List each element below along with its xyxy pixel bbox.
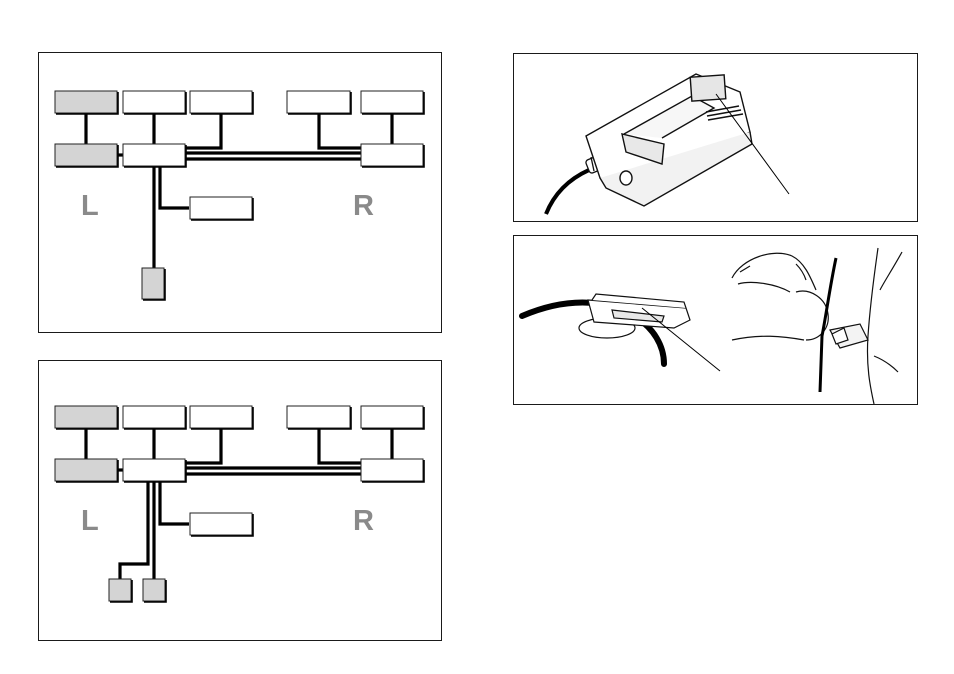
- box-bottom: [142, 268, 164, 299]
- clip-body: [588, 294, 690, 328]
- box-left-mid: [55, 144, 117, 166]
- wiring-diagram-dual: L R: [38, 360, 442, 641]
- wiring-diagram-single-svg: L R: [39, 53, 443, 334]
- box-bottom-right: [143, 579, 165, 601]
- box-center-hub: [123, 144, 185, 166]
- pager-unit-illustration: [513, 53, 918, 222]
- wiring-diagram-single: L R: [38, 52, 442, 333]
- pager-unit-svg: [514, 54, 919, 223]
- box-top-4: [287, 91, 350, 113]
- button: [620, 171, 632, 185]
- wire-right-a: [319, 428, 361, 463]
- box-right-hub: [361, 459, 423, 481]
- boxes: [55, 406, 423, 601]
- left-side-label: L: [81, 190, 99, 222]
- box-right-hub: [361, 144, 423, 166]
- left-side-label: L: [81, 505, 99, 537]
- box-top-5: [361, 406, 423, 428]
- box-left-top: [55, 406, 117, 428]
- clip-microphone-svg: [514, 236, 919, 406]
- hand-drawing: [732, 253, 828, 340]
- box-top-2: [123, 406, 185, 428]
- garment-clip: [830, 324, 868, 348]
- wire-center-right-top: [185, 428, 221, 463]
- box-bottom-left: [109, 579, 131, 601]
- right-side-label: R: [353, 190, 374, 222]
- box-top-5: [361, 91, 423, 113]
- wires: [86, 428, 392, 579]
- cable: [546, 170, 589, 214]
- garment-outline: [867, 248, 902, 404]
- wire-down-to-side: [160, 166, 189, 208]
- wire-down-to-bottom-left: [120, 481, 148, 579]
- wire-right-a: [319, 113, 361, 148]
- box-top-4: [287, 406, 350, 428]
- clip-microphone-illustration: [513, 235, 918, 405]
- wire-center-right-top: [185, 113, 221, 148]
- box-side: [190, 513, 252, 535]
- wiring-diagram-dual-svg: L R: [39, 361, 443, 642]
- box-left-mid: [55, 459, 117, 481]
- cable-right: [820, 258, 836, 392]
- box-side: [190, 197, 252, 219]
- wire-down-to-side: [160, 481, 189, 524]
- display-window: [690, 75, 726, 101]
- box-top-3: [190, 406, 252, 428]
- box-center-hub: [123, 459, 185, 481]
- box-top-2: [123, 91, 185, 113]
- device-body: [586, 74, 752, 206]
- right-side-label: R: [353, 505, 374, 537]
- box-left-top: [55, 91, 117, 113]
- wires: [86, 113, 392, 268]
- box-top-3: [190, 91, 252, 113]
